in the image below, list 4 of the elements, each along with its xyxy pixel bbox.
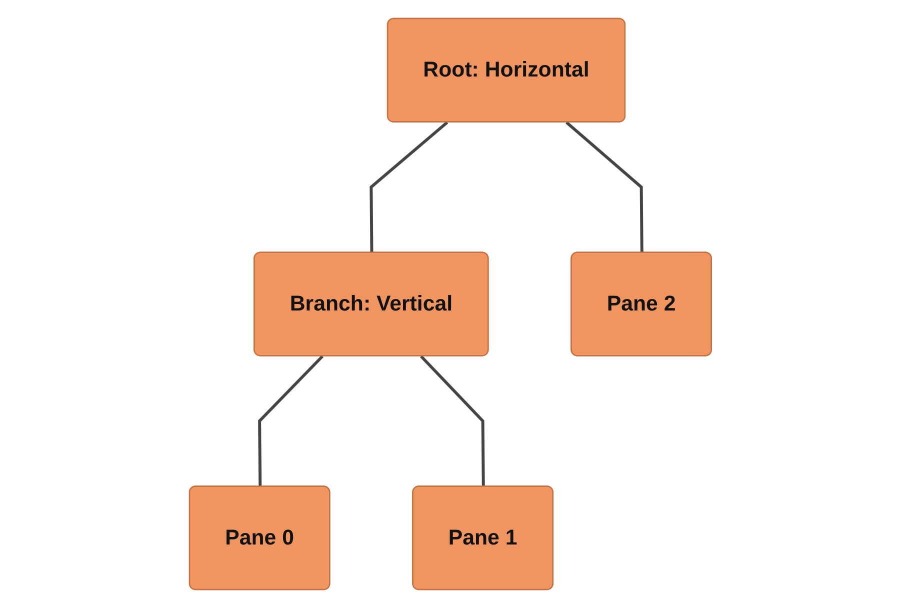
connector bbox=[420, 355, 484, 487]
connector bbox=[565, 121, 643, 253]
connector bbox=[258, 355, 324, 487]
connector bbox=[369, 121, 448, 253]
